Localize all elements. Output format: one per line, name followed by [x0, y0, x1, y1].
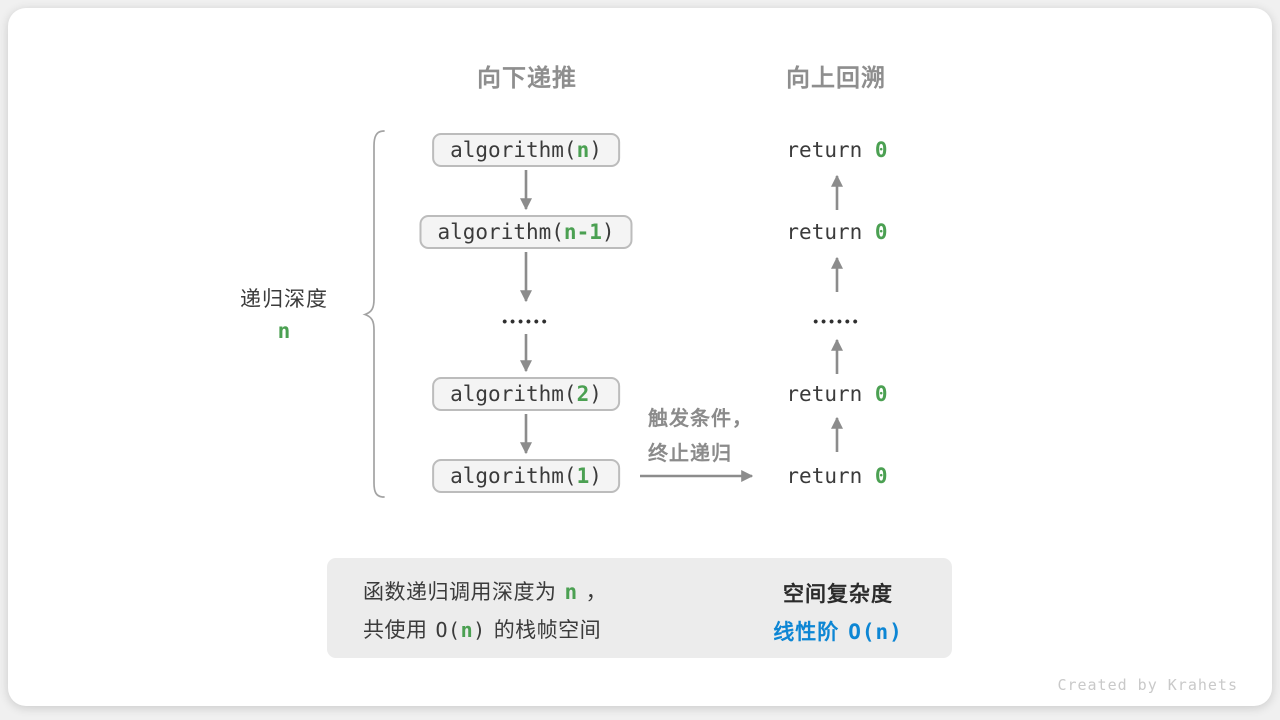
- space-complexity-result: 线性阶 O(n): [738, 616, 938, 646]
- ellipsis-left: ••••••: [502, 313, 550, 329]
- summary-line1-punct: ，: [585, 581, 608, 604]
- return-value: 0: [874, 464, 888, 488]
- summary-line2: 共使用 O(n) 的栈帧空间: [363, 616, 601, 644]
- code-fn: algorithm(: [450, 382, 577, 406]
- code-arg: 2: [576, 382, 590, 406]
- return-value: 0: [874, 138, 888, 162]
- depth-value: n: [277, 319, 291, 343]
- return-value: 0: [874, 220, 888, 244]
- return-statement-2: return 0: [786, 218, 887, 246]
- big-o-var: n: [460, 618, 474, 642]
- call-stack-box-n: algorithm(n): [432, 133, 620, 167]
- return-keyword: return: [786, 464, 863, 488]
- summary-line2-prefix: 共使用: [363, 619, 428, 642]
- result-big-o: O(n): [848, 620, 903, 644]
- header-backtrack-up: 向上回溯: [786, 65, 886, 92]
- header-recurse-down: 向下递推: [477, 65, 577, 92]
- code-close: ): [589, 138, 602, 162]
- call-stack-box-n-1: algorithm(n-1): [419, 215, 633, 249]
- return-statement-4: return 0: [786, 462, 887, 490]
- return-statement-3: return 0: [786, 380, 887, 408]
- depth-label: 递归深度: [240, 288, 328, 311]
- code-fn: algorithm(: [450, 464, 577, 488]
- code-fn: algorithm(: [450, 138, 577, 162]
- summary-panel: [327, 558, 952, 658]
- base-case-note-line1: 触发条件，: [648, 408, 753, 430]
- summary-big-o: O(n): [436, 618, 486, 642]
- call-stack-box-2: algorithm(2): [432, 377, 620, 411]
- return-keyword: return: [786, 382, 863, 406]
- return-keyword: return: [786, 220, 863, 244]
- summary-line1-text: 函数递归调用深度为: [363, 581, 557, 604]
- summary-line1: 函数递归调用深度为 n ，: [363, 578, 607, 606]
- space-complexity-title: 空间复杂度: [783, 583, 893, 606]
- code-fn: algorithm(: [437, 220, 564, 244]
- code-arg: n-1: [563, 220, 602, 244]
- result-label: 线性阶: [773, 621, 840, 644]
- code-close: ): [589, 464, 602, 488]
- summary-line2-suffix: 的栈帧空间: [493, 619, 602, 642]
- big-o-open: O(: [435, 618, 461, 642]
- code-arg: n: [576, 138, 590, 162]
- ellipsis-right: ••••••: [813, 313, 861, 329]
- watermark-credit: Created by Krahets: [1057, 676, 1238, 694]
- return-keyword: return: [786, 138, 863, 162]
- call-stack-box-1: algorithm(1): [432, 459, 620, 493]
- code-close: ): [589, 382, 602, 406]
- code-arg: 1: [576, 464, 590, 488]
- base-case-note-line2: 终止递归: [648, 443, 732, 465]
- summary-line1-var: n: [564, 580, 578, 604]
- return-statement-1: return 0: [786, 136, 887, 164]
- big-o-close: ): [473, 618, 486, 642]
- code-close: ): [601, 220, 615, 244]
- return-value: 0: [874, 382, 888, 406]
